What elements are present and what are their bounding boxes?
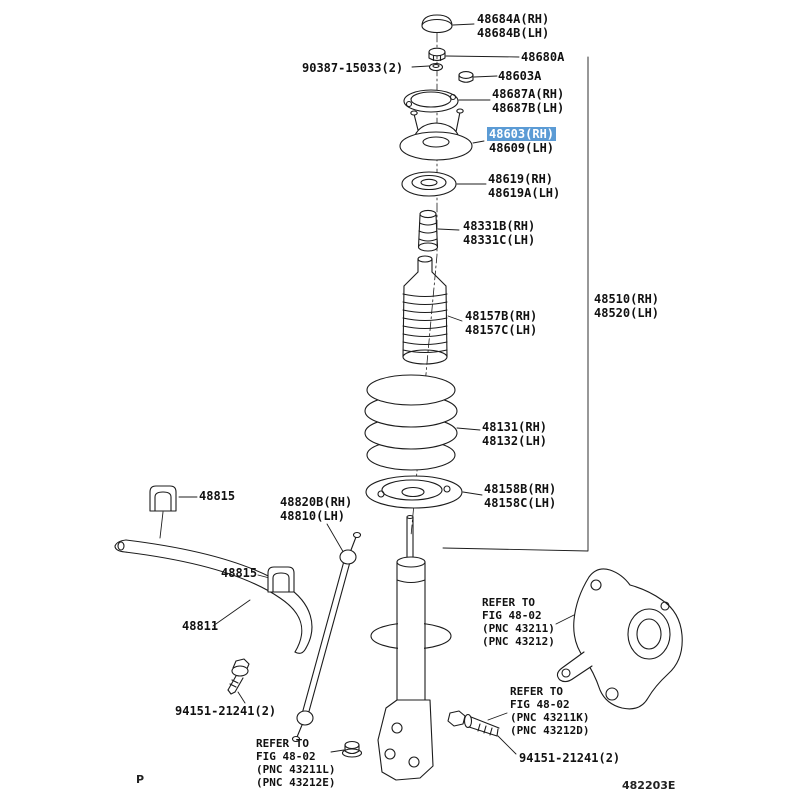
part-label-48815-b[interactable]: 48815 xyxy=(221,566,257,580)
shock-absorber-48510-part[interactable] xyxy=(370,514,452,781)
part-label-48157[interactable]: 48157B(RH) 48157C(LH) xyxy=(465,309,537,337)
part-number-line[interactable]: 48609(LH) xyxy=(489,141,555,155)
note-line: FIG 48-02 xyxy=(482,609,542,622)
part-number-line[interactable]: 48815 xyxy=(199,489,236,503)
note-line: FIG 48-02 xyxy=(510,698,570,711)
part-label-90387[interactable]: 90387-15033(2) xyxy=(302,61,403,75)
part-label-48619[interactable]: 48619(RH) 48619A(LH) xyxy=(488,172,560,200)
part-number-line[interactable]: 94151-21241(2) xyxy=(175,704,277,718)
part-number-line[interactable]: 48603A xyxy=(498,69,542,83)
refer-note-nut: REFER TO FIG 48-02 (PNC 43211L) (PNC 432… xyxy=(256,737,335,789)
part-number-line[interactable]: 48684A(RH) xyxy=(477,12,550,26)
part-label-48331[interactable]: 48331B(RH) 48331C(LH) xyxy=(463,219,535,247)
part-number-line[interactable]: 48687B(LH) xyxy=(492,101,565,115)
flange-nut-part[interactable] xyxy=(341,740,363,758)
part-number-line[interactable]: 48510(RH) xyxy=(594,292,660,306)
part-number-line[interactable]: 48619(RH) xyxy=(488,172,554,186)
assembly-bracket-line xyxy=(442,56,589,552)
part-number-line[interactable]: 48158C(LH) xyxy=(484,496,557,510)
part-label-48603a[interactable]: 48603A xyxy=(498,69,541,83)
part-label-48680[interactable]: 48680A xyxy=(521,50,564,64)
bolt-94151-right-part[interactable] xyxy=(447,710,500,737)
note-line: (PNC 43212) xyxy=(482,635,555,648)
part-label-48158[interactable]: 48158B(RH) 48158C(LH) xyxy=(484,482,556,510)
part-number-line[interactable]: 48132(LH) xyxy=(482,434,548,448)
part-label-94151-a[interactable]: 94151-21241(2) xyxy=(175,704,276,718)
part-number-line[interactable]: 48687A(RH) xyxy=(492,87,565,101)
part-number-line[interactable]: 90387-15033(2) xyxy=(302,61,404,75)
part-label-48131[interactable]: 48131(RH) 48132(LH) xyxy=(482,420,547,448)
part-number-line[interactable]: 48331B(RH) xyxy=(463,219,536,233)
part-label-48815-a[interactable]: 48815 xyxy=(199,489,235,503)
refer-note-knuckle: REFER TO FIG 48-02 (PNC 43211) (PNC 4321… xyxy=(482,596,555,648)
part-number-line[interactable]: 48520(LH) xyxy=(594,306,660,320)
dust-cover-48157-part[interactable] xyxy=(402,255,448,365)
spring-lower-seat-48158-part[interactable] xyxy=(365,475,463,509)
nut-48680-part[interactable] xyxy=(428,47,446,62)
part-label-48510[interactable]: 48510(RH) 48520(LH) xyxy=(594,292,659,320)
note-line: FIG 48-02 xyxy=(256,750,316,763)
part-number-line[interactable]: 48157B(RH) xyxy=(465,309,538,323)
stabilizer-link-48820-part[interactable] xyxy=(291,531,362,743)
selected-part-number[interactable]: 48603(RH) xyxy=(487,127,557,141)
part-number-line[interactable]: 48619A(LH) xyxy=(488,186,561,200)
note-line: (PNC 43212D) xyxy=(510,724,590,737)
part-label-48603-selected[interactable]: 48603(RH) 48609(LH) xyxy=(487,127,557,155)
bump-stopper-48331-part[interactable] xyxy=(417,209,439,252)
part-number-line[interactable]: 48810(LH) xyxy=(280,509,346,523)
part-number-line[interactable]: 48815 xyxy=(221,566,258,580)
part-label-48820[interactable]: 48820B(RH) 48810(LH) xyxy=(280,495,352,523)
part-label-48811[interactable]: 48811 xyxy=(182,619,218,633)
leader-lines xyxy=(159,23,589,755)
part-number-line[interactable]: 48684B(LH) xyxy=(477,26,550,40)
part-number-line[interactable]: 48811 xyxy=(182,619,219,633)
stabilizer-bar-48811-part[interactable] xyxy=(114,539,313,654)
suspension-support-48603-part[interactable] xyxy=(399,108,473,161)
part-number-line[interactable]: 94151-21241(2) xyxy=(519,751,621,765)
note-line: (PNC 43212E) xyxy=(256,776,336,789)
part-number-line[interactable]: 48820B(RH) xyxy=(280,495,353,509)
note-line: REFER TO xyxy=(510,685,563,698)
note-line: (PNC 43211L) xyxy=(256,763,336,776)
figure-code: 482203E xyxy=(622,779,676,792)
note-line: (PNC 43211) xyxy=(482,622,555,635)
part-label-48684[interactable]: 48684A(RH) 48684B(LH) xyxy=(477,12,549,40)
part-number-line[interactable]: 48158B(RH) xyxy=(484,482,557,496)
steering-knuckle-part[interactable] xyxy=(556,568,683,710)
part-label-48687[interactable]: 48687A(RH) 48687B(LH) xyxy=(492,87,564,115)
nut-48603a-part[interactable] xyxy=(458,71,474,83)
bolt-94151-left-part[interactable] xyxy=(227,658,250,695)
part-number-line[interactable]: 48157C(LH) xyxy=(465,323,538,337)
stabilizer-bushing-48815b-part[interactable] xyxy=(267,566,295,593)
grommet-90387-part[interactable] xyxy=(428,62,444,72)
refer-note-bolt: REFER TO FIG 48-02 (PNC 43211K) (PNC 432… xyxy=(510,685,589,737)
note-line: (PNC 43211K) xyxy=(510,711,590,724)
note-line: REFER TO xyxy=(482,596,535,609)
page-mark: P xyxy=(136,773,145,786)
part-number-line[interactable]: 48331C(LH) xyxy=(463,233,536,247)
part-number-line[interactable]: 48131(RH) xyxy=(482,420,548,434)
part-label-94151-b[interactable]: 94151-21241(2) xyxy=(519,751,620,765)
stabilizer-bushing-48815a-part[interactable] xyxy=(149,485,177,512)
part-number-line[interactable]: 48680A xyxy=(521,50,565,64)
bearing-seat-48619-part[interactable] xyxy=(401,171,457,197)
coil-spring-48131-part[interactable] xyxy=(364,374,458,471)
dust-cap-48684-part[interactable] xyxy=(421,14,453,34)
note-line: REFER TO xyxy=(256,737,309,750)
dust-seal-48687-part[interactable] xyxy=(403,89,459,113)
